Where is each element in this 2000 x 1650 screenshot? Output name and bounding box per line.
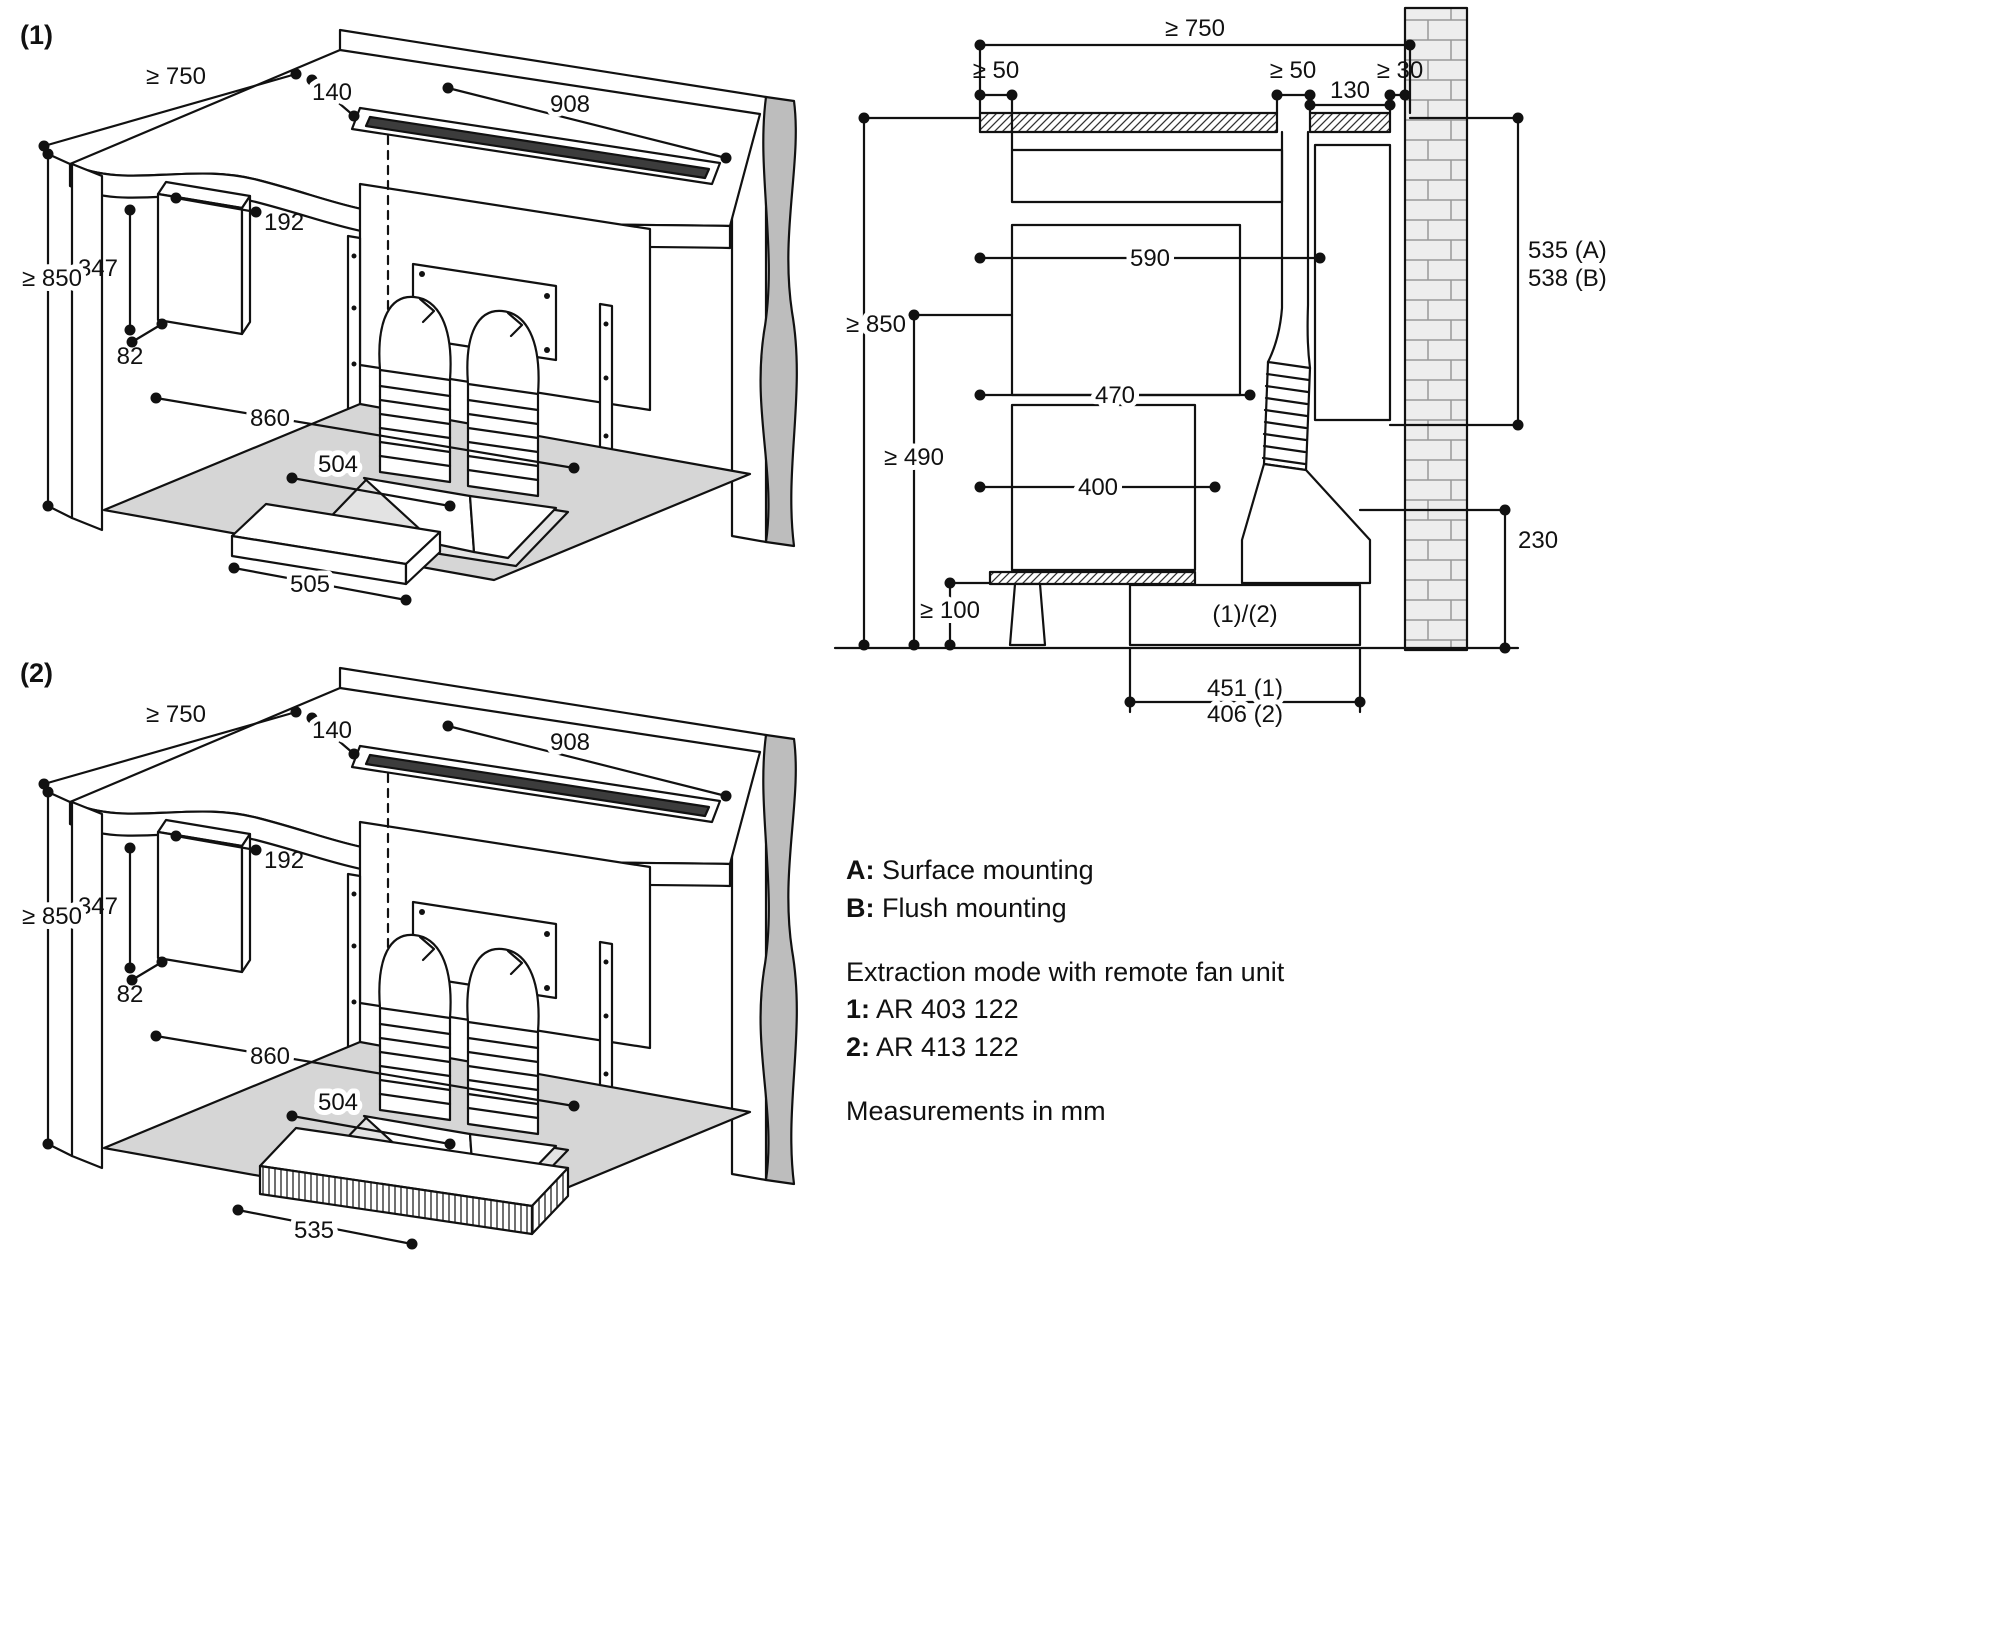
dim-wallbox-width: 192 bbox=[264, 847, 304, 874]
dim-gap-right: ≥ 30 bbox=[1377, 57, 1424, 84]
note-key-b: B: bbox=[846, 892, 875, 923]
dim-interior-width: 860 bbox=[250, 1043, 290, 1070]
recirculation-rib-box bbox=[258, 1126, 570, 1236]
note-val-2: AR 413 122 bbox=[876, 1032, 1019, 1062]
dim-fan-width-2: 406 (2) bbox=[1207, 701, 1283, 728]
dim-plenum-width: 504 bbox=[318, 451, 358, 478]
dim-plenum-width: 504 bbox=[318, 1089, 358, 1116]
hood-body bbox=[1240, 462, 1372, 585]
dim-slot-offset: 140 bbox=[312, 79, 352, 106]
dim-top-width: ≥ 750 bbox=[1165, 15, 1225, 42]
dim-fan-width-1: 451 (1) bbox=[1207, 675, 1283, 702]
note-flush-mounting: B: Flush mounting bbox=[846, 892, 1284, 926]
dim-plinth-height: ≥ 100 bbox=[920, 597, 980, 624]
note-key-1: 1: bbox=[846, 994, 871, 1025]
dim-depth: ≥ 750 bbox=[146, 63, 206, 90]
dim-hood-height: 230 bbox=[1518, 527, 1558, 554]
dim-wallbox-depth: 82 bbox=[117, 981, 144, 1008]
remote-fan-unit-box bbox=[1128, 583, 1362, 647]
notes-block: A: Surface mounting B: Flush mounting Ex… bbox=[846, 850, 1284, 1133]
dim-gap-left: ≥ 50 bbox=[973, 57, 1020, 84]
dim-wallbox-depth: 82 bbox=[117, 343, 144, 370]
note-surface-mounting: A: Surface mounting bbox=[846, 854, 1284, 888]
worktop-hatched bbox=[978, 111, 1392, 134]
dim-bottom-unit: 505 bbox=[290, 571, 330, 598]
dim-gap-mid: ≥ 50 bbox=[1270, 57, 1317, 84]
dim-clearance-width: 470 bbox=[1095, 382, 1135, 409]
cross-section-view: ≥ 750 ≥ 50 ≥ 50 ≥ 30 130 590 535 (A) 538… bbox=[833, 6, 1607, 733]
dim-clearance-height: ≥ 490 bbox=[884, 444, 944, 471]
flexible-hose bbox=[1261, 360, 1312, 472]
dim-slot-offset: 140 bbox=[312, 717, 352, 744]
dim-slot-length: 908 bbox=[550, 729, 590, 756]
dim-height-surface: 535 (A) bbox=[1528, 237, 1607, 264]
fan-unit-label: (1)/(2) bbox=[1212, 601, 1277, 628]
dim-height-flush: 538 (B) bbox=[1528, 265, 1607, 292]
dim-slot-length: 908 bbox=[550, 91, 590, 118]
dim-worktop-height: ≥ 850 bbox=[846, 311, 906, 338]
note-model-1: 1: AR 403 122 bbox=[846, 993, 1284, 1027]
note-key-a: A: bbox=[846, 855, 875, 885]
isometric-view-1: (1) ≥ 750 140 908 192 347 82 ≥ 850 860 5… bbox=[17, 20, 808, 606]
note-val-1: AR 403 122 bbox=[876, 994, 1019, 1025]
box-dim-line bbox=[236, 1208, 414, 1246]
dim-interior-width: 860 bbox=[250, 405, 290, 432]
note-model-2: 2: AR 413 122 bbox=[846, 1031, 1284, 1065]
dim-wallbox-height: 347 bbox=[78, 893, 118, 920]
dim-bottom-unit: 535 bbox=[294, 1217, 334, 1244]
plinth-foot bbox=[1008, 582, 1047, 647]
note-val-b: Flush mounting bbox=[882, 892, 1067, 923]
hose-ribs bbox=[1261, 372, 1311, 466]
dim-height: ≥ 850 bbox=[22, 903, 82, 930]
isometric-view-2: (2) ≥ 750 140 908 192 347 82 ≥ 850 860 5… bbox=[17, 658, 808, 1250]
dim-height: ≥ 850 bbox=[22, 265, 82, 292]
recessed-duct-tray bbox=[230, 502, 442, 586]
view-label-2: (2) bbox=[20, 658, 53, 688]
note-key-2: 2: bbox=[846, 1032, 871, 1062]
brick-wall bbox=[1403, 6, 1469, 652]
dim-depth: ≥ 750 bbox=[146, 701, 206, 728]
note-units: Measurements in mm bbox=[846, 1095, 1106, 1126]
dim-duct-top-width: 130 bbox=[1330, 77, 1370, 104]
note-extraction-mode: Extraction mode with remote fan unit bbox=[846, 956, 1285, 987]
dim-cabinet-upper: 590 bbox=[1130, 245, 1170, 272]
dim-wallbox-width: 192 bbox=[264, 209, 304, 236]
dim-wallbox-height: 347 bbox=[78, 255, 118, 282]
dimension-dots bbox=[858, 39, 1524, 708]
note-val-a: Surface mounting bbox=[882, 855, 1094, 885]
duct-channel bbox=[1266, 130, 1312, 370]
view-label-1: (1) bbox=[20, 20, 53, 50]
dim-cabinet-lower: 400 bbox=[1078, 474, 1118, 501]
tray-dim-line bbox=[232, 566, 408, 602]
